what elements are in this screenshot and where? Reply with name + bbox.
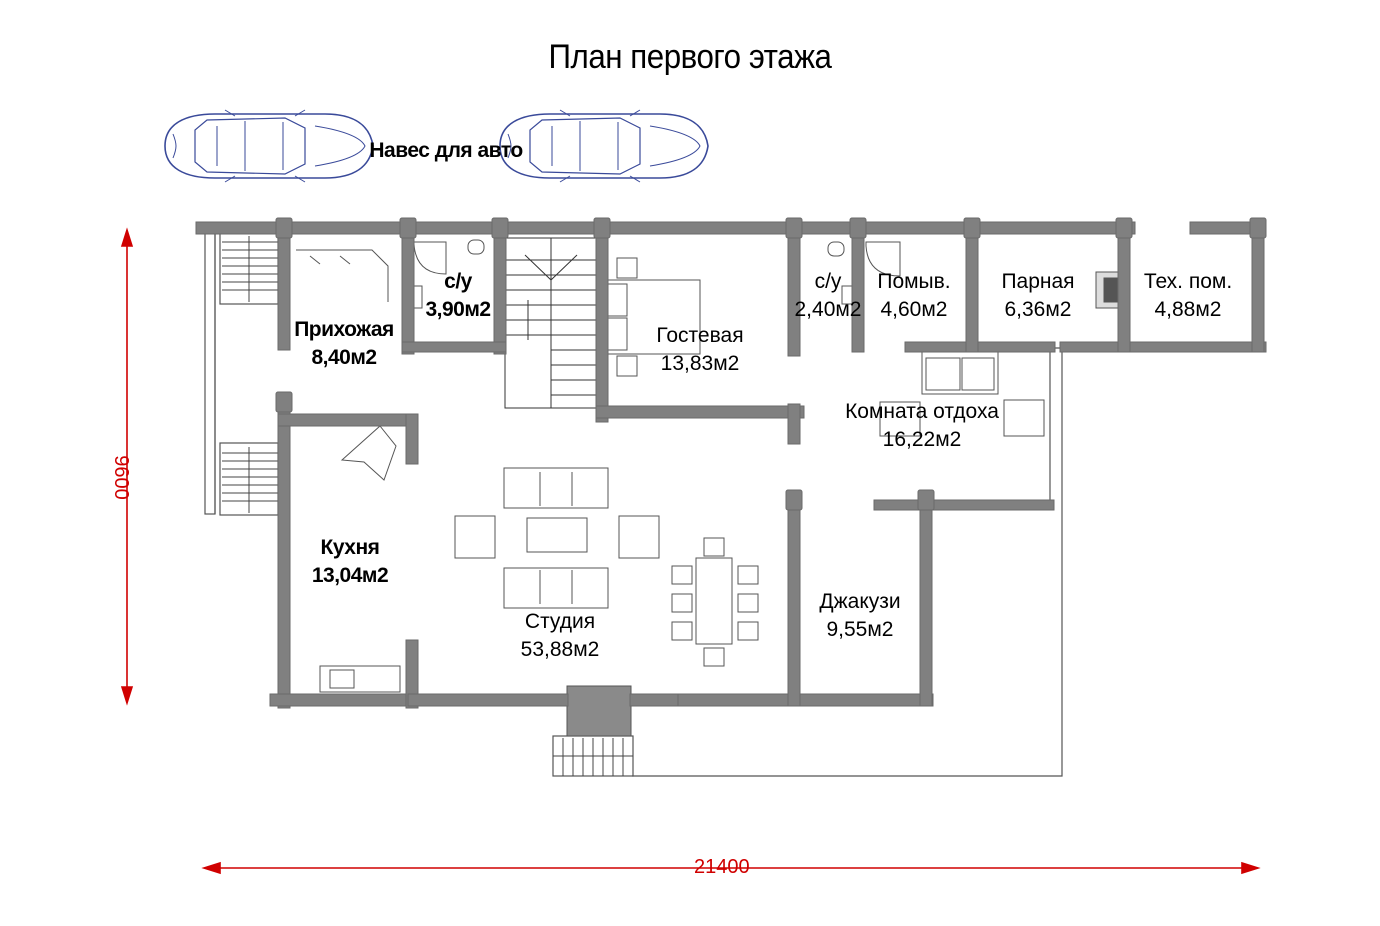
room-name: с/у: [814, 270, 842, 293]
room-area: 4,88м2: [1154, 298, 1222, 321]
room-su2: с/у 2,40м2: [795, 268, 862, 324]
room-name: Гостевая: [656, 324, 744, 347]
room-area: 13,83м2: [660, 352, 740, 375]
room-tehpom: Тех. пом. 4,88м2: [1144, 268, 1232, 324]
room-name: Джакузи: [819, 590, 901, 613]
room-area: 3,90м2: [425, 298, 491, 321]
room-parnaya: Парная 6,36м2: [1001, 268, 1074, 324]
room-area: 2,40м2: [794, 298, 862, 321]
room-prihozhaya: Прихожая 8,40м2: [294, 316, 394, 372]
room-name: Помыв.: [877, 270, 951, 293]
room-dzhakuzi: Джакузи 9,55м2: [819, 588, 900, 644]
room-kuhnya: Кухня 13,04м2: [311, 534, 389, 590]
plan-title: План первого этажа: [548, 38, 832, 76]
room-area: 4,60м2: [880, 298, 948, 321]
room-area: 8,40м2: [311, 346, 377, 369]
room-otdyh: Комната отдоха 16,22м2: [845, 398, 999, 454]
room-name: с/у: [444, 270, 472, 293]
room-su1: с/у 3,90м2: [425, 268, 491, 324]
room-name: Прихожая: [294, 318, 394, 341]
room-area: 53,88м2: [520, 638, 600, 661]
carport-label: Навес для авто: [369, 139, 523, 162]
room-area: 9,55м2: [826, 618, 894, 641]
room-name: Комната отдоха: [845, 400, 999, 423]
room-name: Парная: [1001, 270, 1075, 293]
room-name: Студия: [524, 610, 596, 633]
room-pomyv: Помыв. 4,60м2: [877, 268, 950, 324]
room-name: Тех. пом.: [1143, 270, 1233, 293]
dimension-lines: [120, 227, 1261, 875]
room-area: 13,04м2: [311, 564, 389, 587]
dimension-width: 21400: [694, 856, 750, 878]
room-gostevaya: Гостевая 13,83м2: [656, 322, 743, 378]
room-name: Кухня: [320, 536, 380, 559]
room-area: 6,36м2: [1004, 298, 1072, 321]
dimension-height: 9600: [109, 455, 132, 500]
room-area: 16,22м2: [882, 428, 962, 451]
room-studiya: Студия 53,88м2: [521, 608, 600, 664]
